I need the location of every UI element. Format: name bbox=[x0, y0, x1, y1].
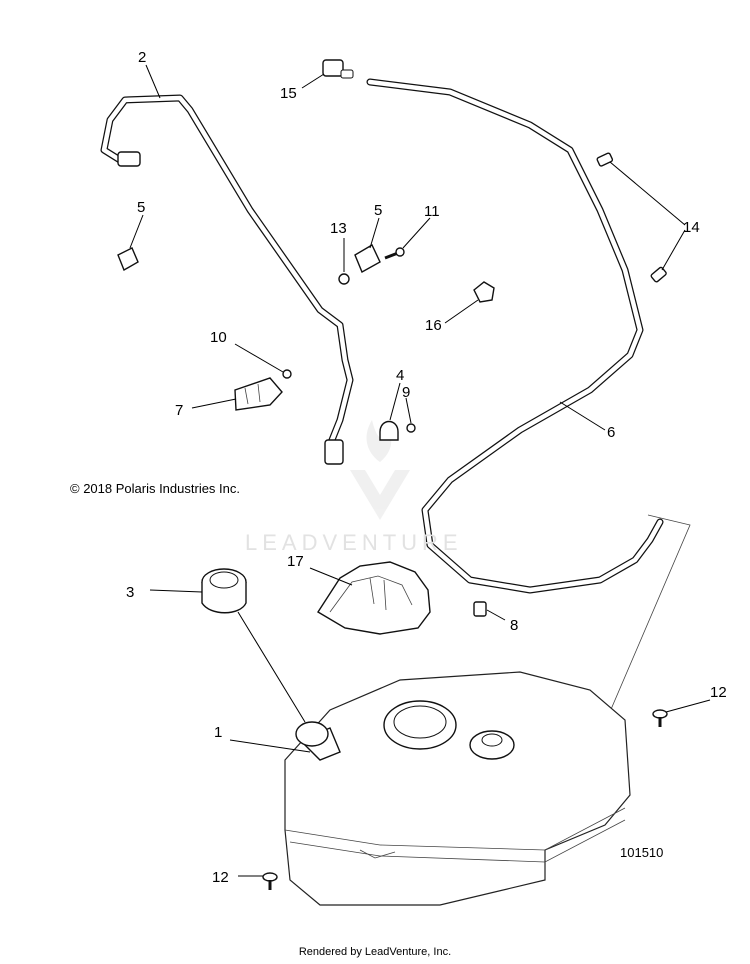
leader-6 bbox=[559, 401, 606, 431]
vent-line-left bbox=[100, 94, 354, 465]
callout-5: 5 bbox=[137, 199, 145, 216]
bolt-lower-left bbox=[238, 872, 278, 890]
callout-1: 1 bbox=[214, 724, 222, 741]
callout-12b: 12 bbox=[212, 869, 229, 886]
callout-3: 3 bbox=[126, 584, 134, 601]
nut-center bbox=[405, 397, 416, 433]
callout-14: 14 bbox=[683, 219, 700, 236]
watermark-text: LEADVENTURE bbox=[245, 530, 463, 555]
callout-9: 9 bbox=[402, 384, 410, 401]
screw-left bbox=[234, 343, 292, 379]
heat-shield bbox=[309, 561, 431, 635]
callout-4: 4 bbox=[396, 367, 404, 384]
connectors-right bbox=[596, 152, 686, 283]
copyright-text: © 2018 Polaris Industries Inc. bbox=[70, 481, 240, 496]
clip-center bbox=[379, 382, 401, 441]
fuel-cap bbox=[149, 568, 306, 723]
bracket bbox=[191, 377, 283, 411]
valve-top bbox=[301, 59, 354, 89]
callout-2: 2 bbox=[138, 49, 146, 66]
clamp-right bbox=[444, 281, 495, 324]
callout-16: 16 bbox=[425, 317, 442, 334]
callout-7: 7 bbox=[175, 402, 183, 419]
diagram-id: 101510 bbox=[620, 845, 664, 860]
nut-upper bbox=[338, 238, 350, 285]
callout-8: 8 bbox=[510, 617, 518, 634]
leader-2 bbox=[145, 64, 161, 99]
callout-10: 10 bbox=[210, 329, 227, 346]
clip-upper-left bbox=[117, 214, 144, 272]
callout-15: 15 bbox=[280, 85, 297, 102]
bolt-upper-right bbox=[652, 699, 711, 727]
callout-6: 6 bbox=[607, 424, 615, 441]
clip-lower bbox=[473, 601, 506, 621]
screw-upper bbox=[384, 217, 431, 260]
callout-17: 17 bbox=[287, 553, 304, 570]
callout-5b: 5 bbox=[374, 202, 382, 219]
callout-12: 12 bbox=[710, 684, 727, 701]
fuel-tank bbox=[229, 671, 631, 906]
clip-upper-center bbox=[354, 217, 381, 273]
callout-13: 13 bbox=[330, 220, 347, 237]
callout-11: 11 bbox=[424, 203, 440, 220]
footer-text: Rendered by LeadVenture, Inc. bbox=[298, 946, 452, 958]
